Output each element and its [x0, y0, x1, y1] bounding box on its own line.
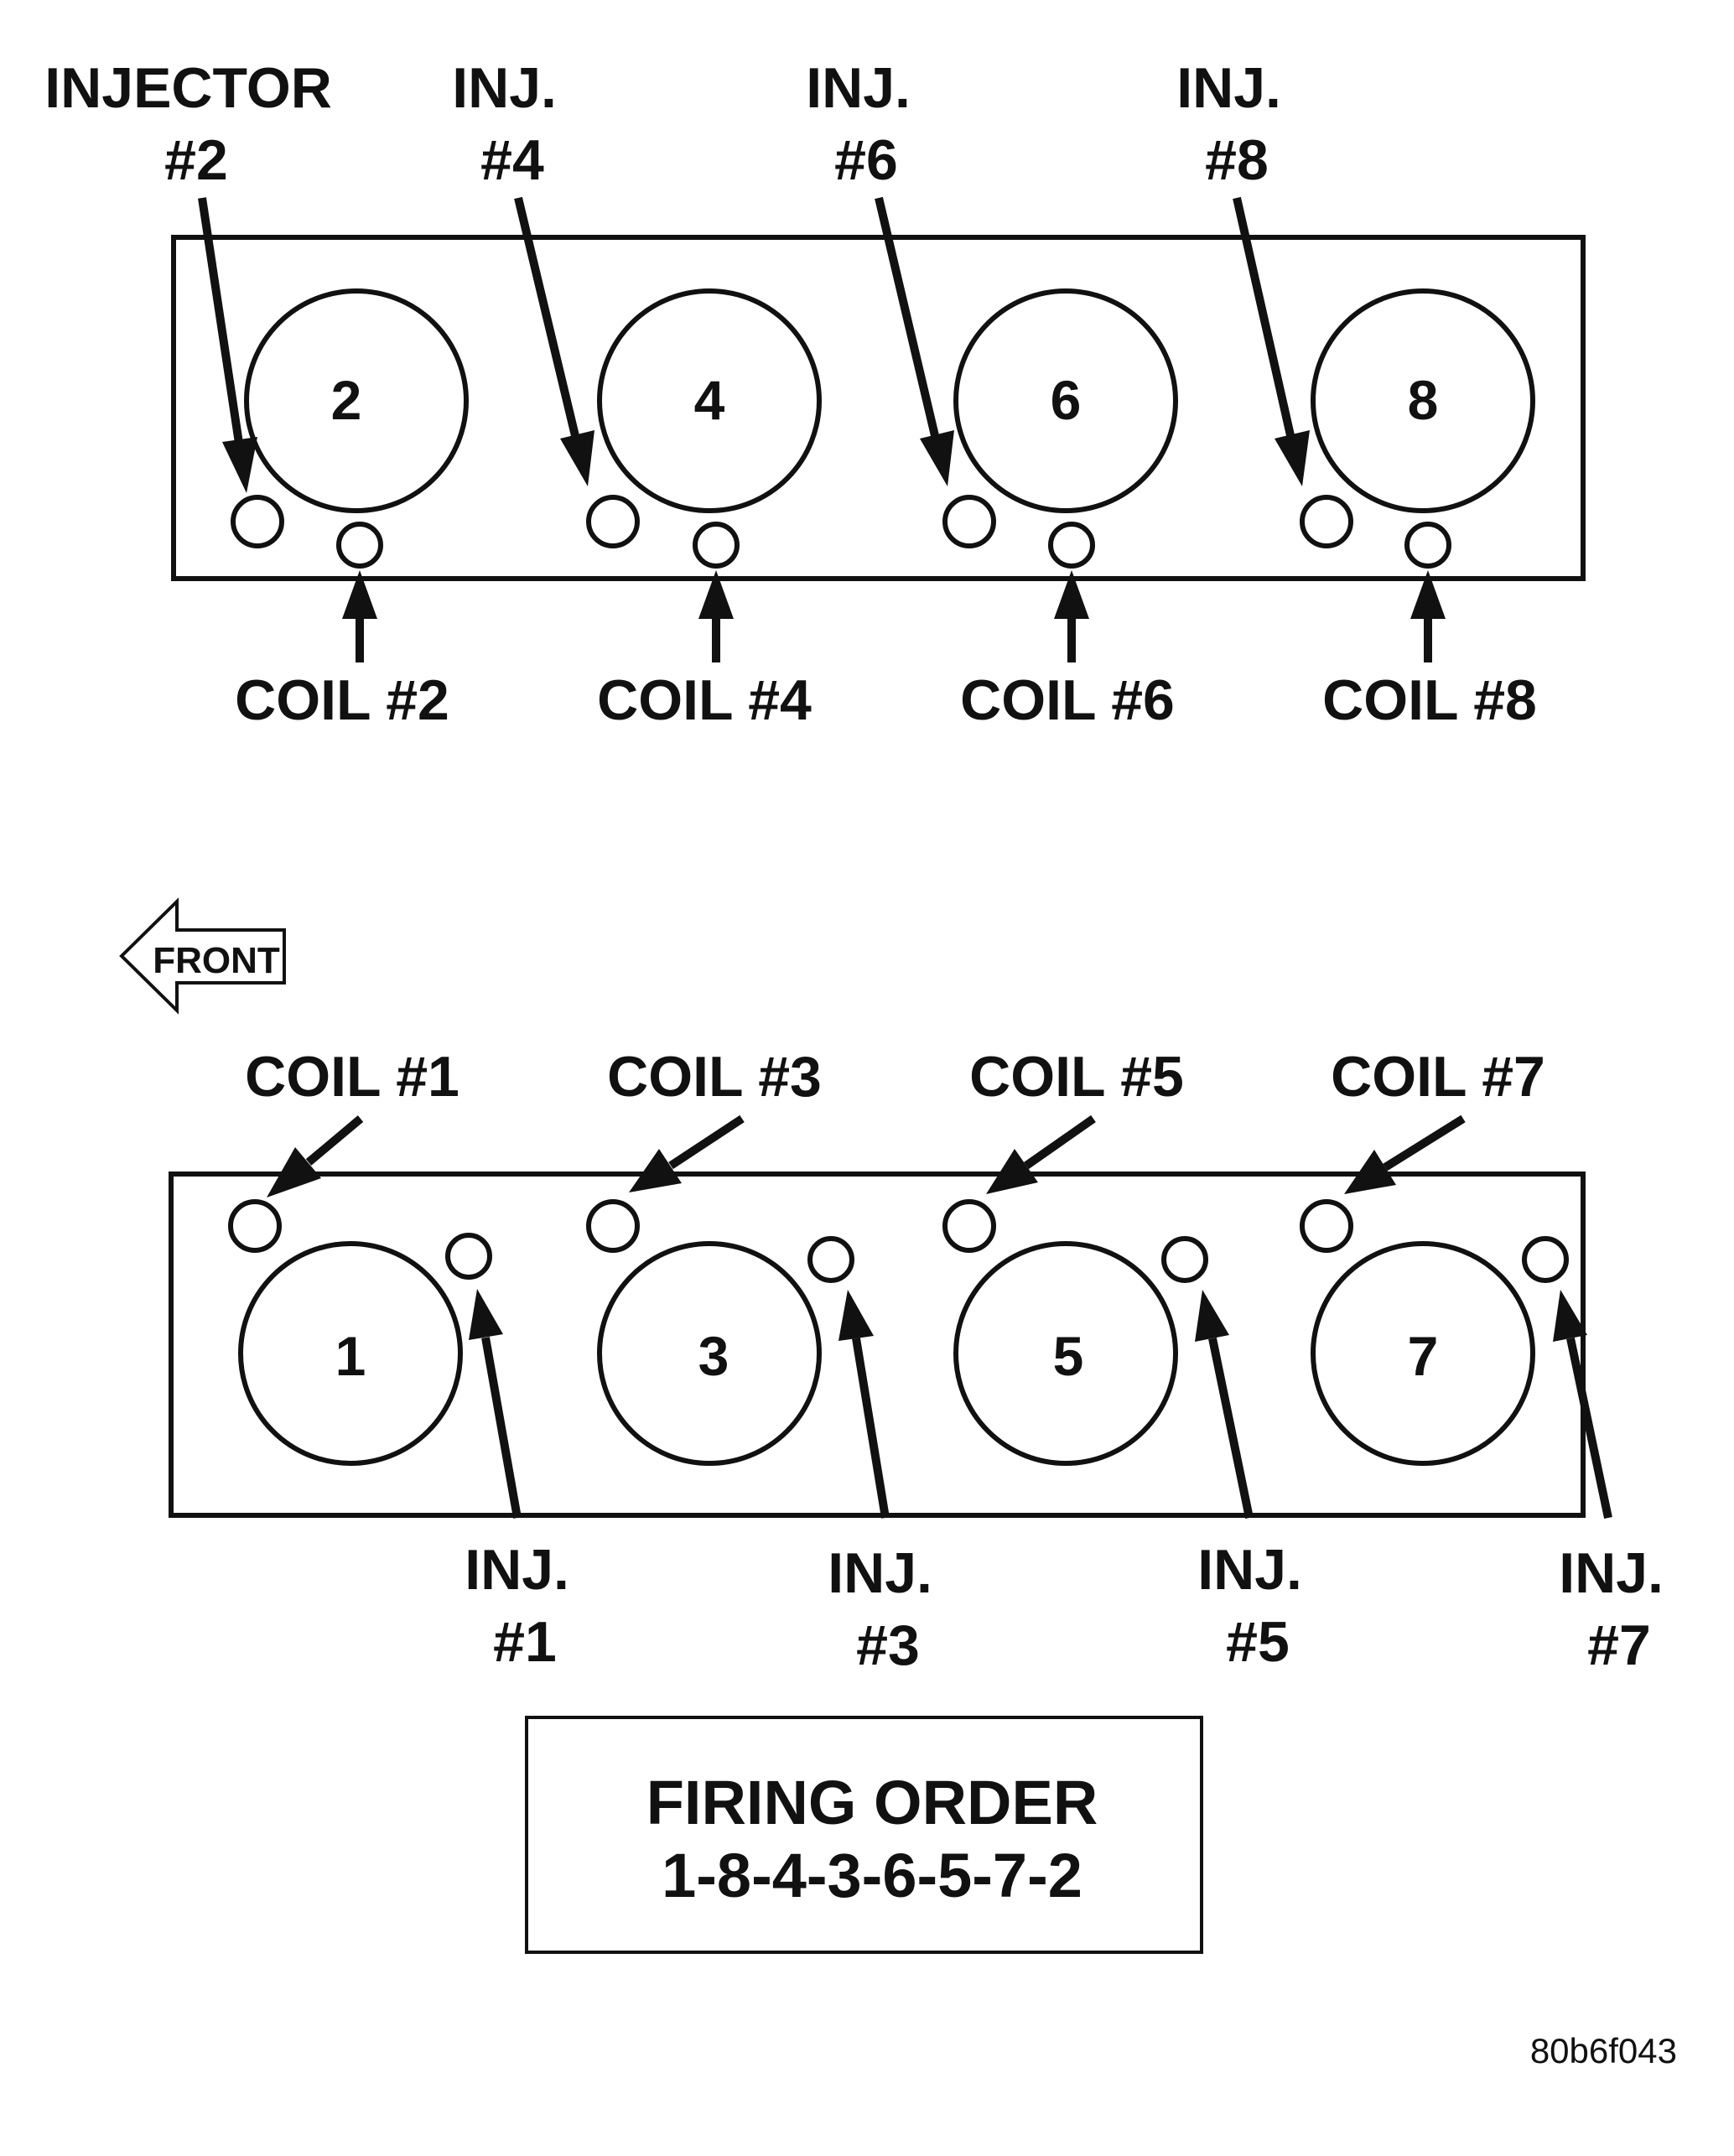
injector-3-port: [807, 1236, 854, 1283]
coil-6-arrow: [1054, 570, 1089, 662]
injector-6-arrow: [875, 196, 954, 486]
coil-2-port: [336, 522, 383, 569]
injector-1-port: [445, 1233, 492, 1280]
injector-8-arrow: [1233, 196, 1310, 486]
coil-8-label: COIL #8: [1322, 668, 1537, 732]
injector-7-arrow: [1553, 1290, 1612, 1520]
injector-3-arrow: [838, 1290, 890, 1519]
cylinder-3-number: 3: [698, 1325, 729, 1387]
injector-2-label: INJECTOR #2: [44, 56, 348, 192]
coil-1-label: COIL #1: [245, 1045, 459, 1109]
firing-order-sequence: 1-8-4-3-6-5-7-2: [662, 1841, 1082, 1910]
front-arrow-outline: [119, 897, 286, 1015]
firing-order-title: FIRING ORDER: [646, 1768, 1098, 1837]
coil-1-arrow: [267, 1115, 364, 1197]
injector-5-port: [1161, 1236, 1208, 1283]
coil-4-arrow: [698, 570, 734, 662]
cylinder-8-number: 8: [1408, 369, 1439, 431]
cylinder-6-bore: [953, 288, 1178, 513]
cylinder-8-bore: [1311, 288, 1535, 513]
injector-2-port: [231, 495, 284, 548]
cylinder-6-number: 6: [1051, 369, 1082, 431]
injector-4-port: [586, 495, 640, 548]
injector-6-port: [942, 495, 996, 548]
coil-4-label: COIL #4: [597, 668, 812, 732]
injector-4-label: INJ. #4: [452, 56, 573, 192]
cylinder-5-number: 5: [1053, 1325, 1084, 1387]
coil-8-port: [1404, 522, 1451, 569]
injector-7-label: INJ. #7: [1559, 1541, 1679, 1677]
front-indicator: FRONT: [119, 897, 286, 1015]
coil-5-arrow: [986, 1114, 1096, 1194]
cylinder-7-number: 7: [1408, 1325, 1439, 1387]
coil-6-label: COIL #6: [960, 668, 1175, 732]
front-label: FRONT: [153, 940, 280, 981]
cylinder-4-number: 4: [694, 369, 725, 431]
firing-order-frame: [525, 1716, 1203, 1954]
coil-8-arrow: [1410, 570, 1446, 662]
injector-5-arrow: [1195, 1290, 1254, 1520]
injector-8-port: [1300, 495, 1353, 548]
injector-3-label: INJ. #3: [828, 1541, 948, 1677]
coil-6-port: [1048, 522, 1095, 569]
coil-5-port: [942, 1199, 996, 1253]
top-bank: 2 4 6 8: [44, 56, 1586, 732]
bottom-bank-block: [169, 1172, 1586, 1518]
cylinder-1-bore: [238, 1241, 463, 1466]
injector-8-label: INJ. #8: [1176, 56, 1297, 192]
coil-7-port: [1300, 1199, 1353, 1253]
coil-7-label: COIL #7: [1331, 1045, 1545, 1109]
cylinder-1-number: 1: [335, 1325, 366, 1387]
coil-4-port: [693, 522, 740, 569]
cylinder-7-bore: [1311, 1241, 1535, 1466]
bottom-bank: 1 3 5 7: [169, 1045, 1679, 1677]
injector-7-port: [1522, 1236, 1569, 1283]
coil-5-label: COIL #5: [969, 1045, 1184, 1109]
injector-5-label: INJ. #5: [1197, 1538, 1318, 1674]
injector-6-label: INJ. #6: [806, 56, 927, 192]
figure-code: 80b6f043: [1530, 2031, 1677, 2070]
coil-3-label: COIL #3: [607, 1045, 822, 1109]
injector-1-arrow: [469, 1289, 522, 1519]
cylinder-4-bore: [597, 288, 822, 513]
cylinder-5-bore: [953, 1241, 1178, 1466]
injector-2-arrow: [198, 197, 257, 493]
firing-order-box: FIRING ORDER 1-8-4-3-6-5-7-2: [525, 1716, 1203, 1954]
coil-3-port: [586, 1199, 640, 1253]
cylinder-3-bore: [597, 1241, 822, 1466]
top-bank-block: [171, 235, 1586, 581]
coil-1-port: [228, 1199, 282, 1253]
cylinder-2-number: 2: [331, 369, 362, 431]
coil-3-arrow: [629, 1114, 745, 1192]
coil-7-arrow: [1344, 1114, 1466, 1194]
cylinder-2-bore: [244, 288, 469, 513]
injector-4-arrow: [514, 196, 594, 486]
coil-2-arrow: [342, 570, 377, 662]
coil-2-label: COIL #2: [235, 668, 449, 732]
injector-1-label: INJ. #1: [465, 1538, 585, 1674]
